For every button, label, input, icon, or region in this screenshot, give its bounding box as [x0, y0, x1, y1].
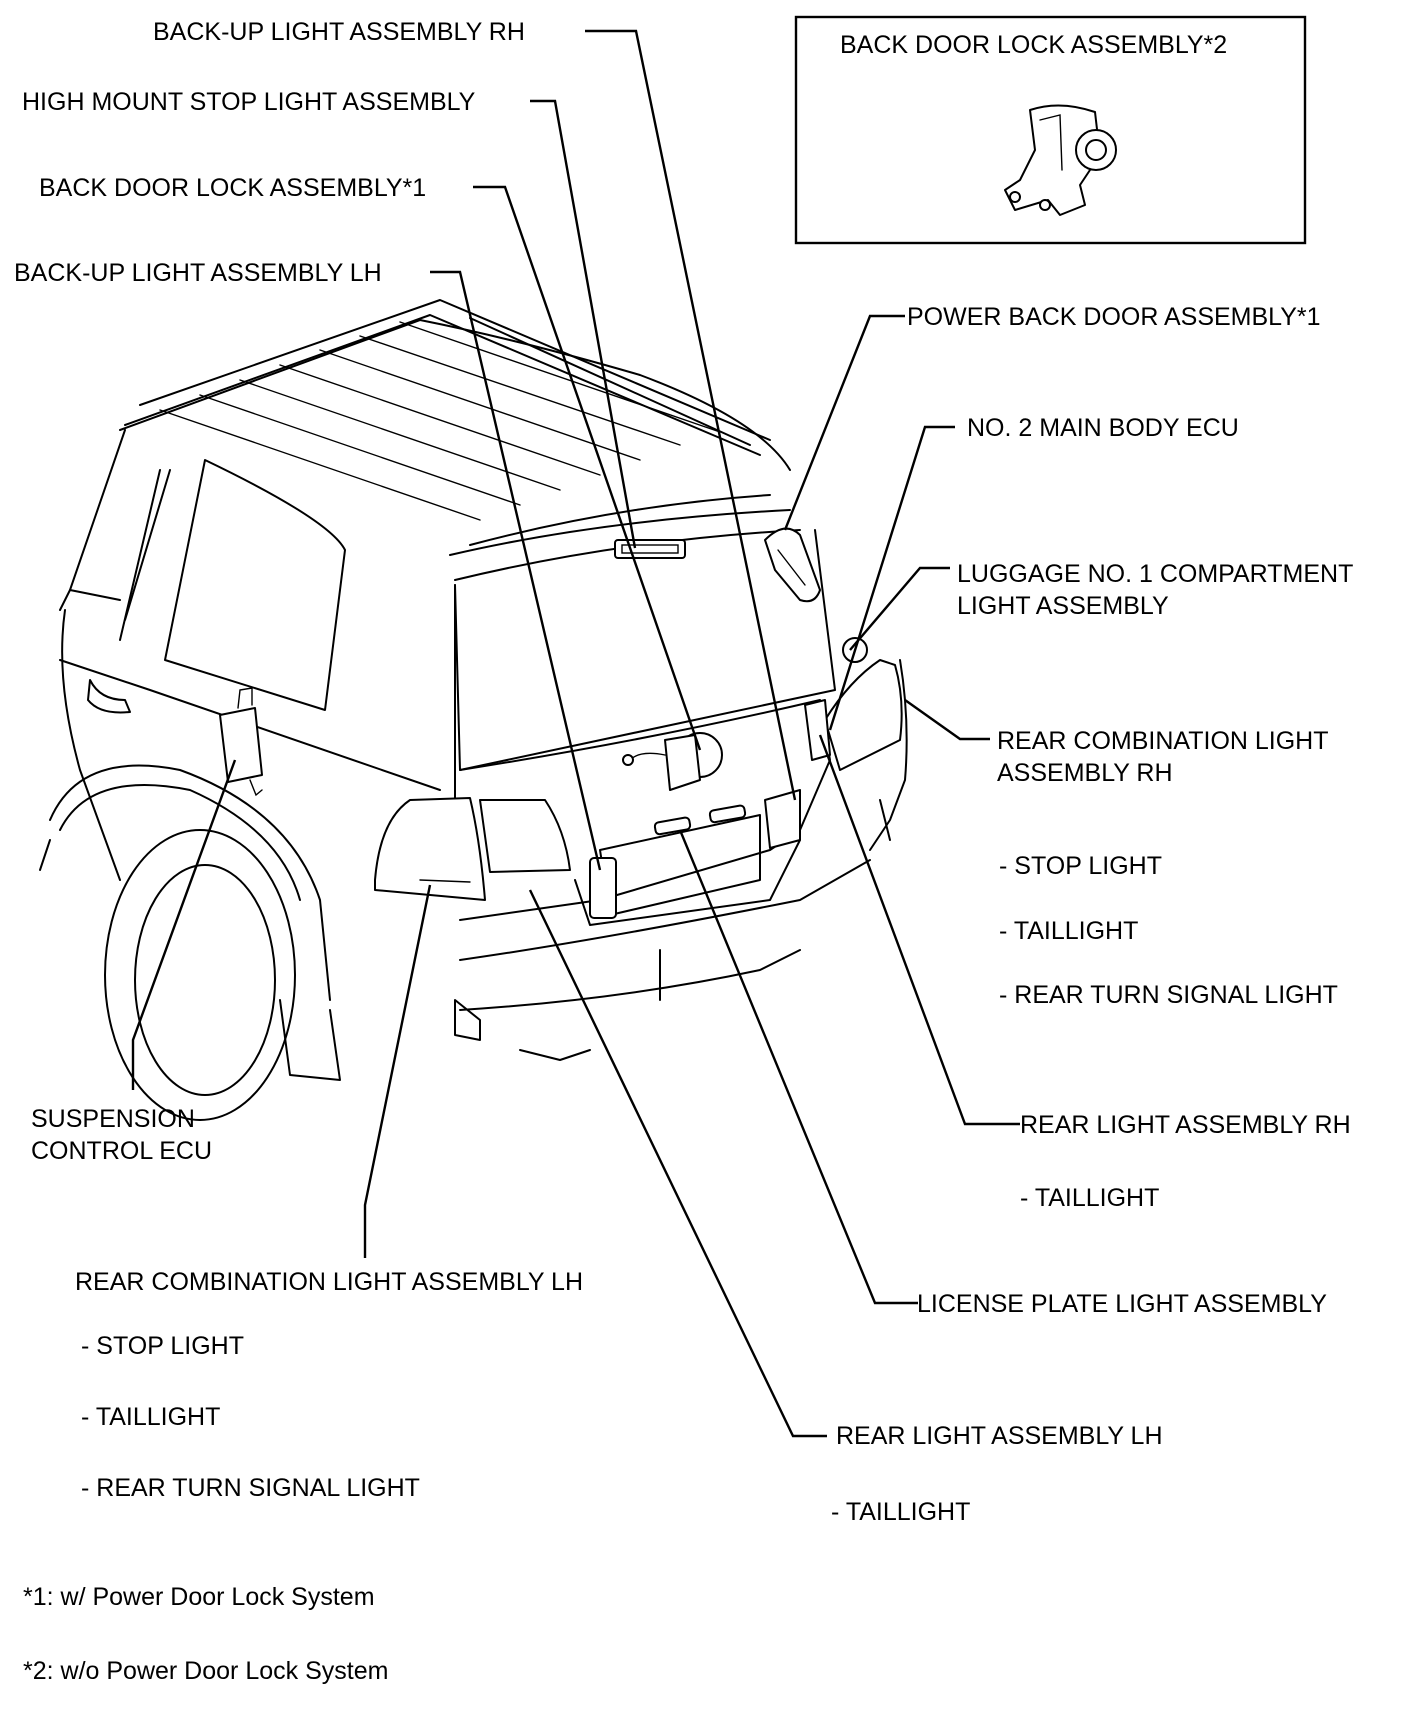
back-door-lock-part: [622, 732, 723, 791]
label-suspension-line1: SUSPENSION: [31, 1105, 195, 1133]
power-back-door-part: [764, 527, 821, 603]
footnote-2: *2: w/o Power Door Lock System: [23, 1657, 388, 1685]
label-suspension-line2: CONTROL ECU: [31, 1137, 212, 1165]
rear-combination-light-rh-part: [824, 659, 903, 771]
label-luggage-light-line2: LIGHT ASSEMBLY: [957, 592, 1169, 620]
inset-box: BACK DOOR LOCK ASSEMBLY*2: [794, 15, 1307, 245]
label-rear-combination-light-rh-line2: ASSEMBLY RH: [997, 759, 1173, 787]
label-main-body-ecu: NO. 2 MAIN BODY ECU: [967, 414, 1239, 442]
rear-wheel: [39, 764, 331, 1121]
label-rcl-lh-turn: - REAR TURN SIGNAL LIGHT: [81, 1474, 420, 1502]
label-back-door-lock-1: BACK DOOR LOCK ASSEMBLY*1: [39, 174, 426, 202]
label-backup-light-rh: BACK-UP LIGHT ASSEMBLY RH: [153, 18, 525, 46]
label-rcl-rh-stop: - STOP LIGHT: [999, 852, 1162, 880]
label-backup-light-lh: BACK-UP LIGHT ASSEMBLY LH: [14, 259, 382, 287]
label-rear-light-rh-tail: - TAILLIGHT: [1020, 1184, 1159, 1212]
back-door-lock-inset-illustration: [1004, 104, 1117, 216]
label-rear-combination-light-rh-line1: REAR COMBINATION LIGHT: [997, 727, 1329, 755]
label-rear-combination-light-lh: REAR COMBINATION LIGHT ASSEMBLY LH: [75, 1268, 583, 1296]
label-rcl-lh-tail: - TAILLIGHT: [81, 1403, 220, 1431]
backup-light-rh-part: [764, 789, 801, 849]
backup-light-lh-part: [589, 857, 617, 919]
label-high-mount-stop-light: HIGH MOUNT STOP LIGHT ASSEMBLY: [22, 88, 476, 116]
high-mount-stop-light-part: [614, 539, 686, 559]
label-rcl-lh-stop: - STOP LIGHT: [81, 1332, 244, 1360]
label-rear-light-rh: REAR LIGHT ASSEMBLY RH: [1020, 1111, 1351, 1139]
label-luggage-light-line1: LUGGAGE NO. 1 COMPARTMENT: [957, 560, 1353, 588]
label-power-back-door: POWER BACK DOOR ASSEMBLY*1: [907, 303, 1321, 331]
suspension-control-ecu-part: [219, 707, 263, 783]
inset-title: BACK DOOR LOCK ASSEMBLY*2: [840, 31, 1227, 59]
label-license-plate-light: LICENSE PLATE LIGHT ASSEMBLY: [917, 1290, 1327, 1318]
labels: BACK-UP LIGHT ASSEMBLY RH HIGH MOUNT STO…: [14, 18, 1353, 1685]
label-rear-light-lh-tail: - TAILLIGHT: [831, 1498, 970, 1526]
label-rcl-rh-turn: - REAR TURN SIGNAL LIGHT: [999, 981, 1338, 1009]
leader-lines: [131, 29, 1020, 1438]
rear-combination-light-lh-part: [374, 797, 486, 901]
rear-light-lh-part: [479, 799, 571, 873]
footnote-1: *1: w/ Power Door Lock System: [23, 1583, 375, 1611]
label-rcl-rh-tail: - TAILLIGHT: [999, 917, 1138, 945]
label-rear-light-lh: REAR LIGHT ASSEMBLY LH: [836, 1422, 1163, 1450]
vehicle-illustration: [39, 299, 908, 1121]
